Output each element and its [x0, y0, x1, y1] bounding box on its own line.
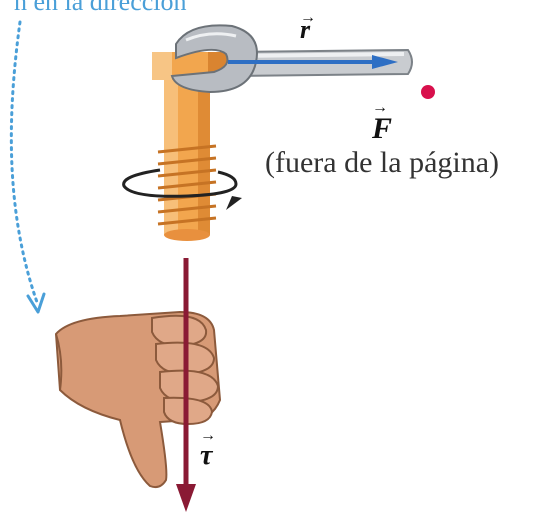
torque-vector	[176, 258, 196, 512]
rotation-arrow	[122, 168, 242, 210]
r-vector-label: r	[300, 15, 311, 44]
hand	[54, 310, 222, 489]
header-text: n en la dirección	[14, 0, 187, 16]
force-arrow-mark: →	[372, 99, 388, 116]
bolt	[157, 75, 217, 241]
torque-label: τ	[200, 440, 214, 471]
torque-arrow-mark: →	[200, 427, 216, 444]
force-caption: (fuera de la página)	[265, 146, 499, 179]
force-dot	[421, 85, 435, 99]
dotted-hint-arrow	[9, 20, 46, 314]
force-label: F	[371, 112, 392, 145]
r-vector	[228, 55, 398, 69]
bolt-threads	[157, 144, 217, 226]
r-vector-arrow-mark: →	[300, 9, 316, 26]
